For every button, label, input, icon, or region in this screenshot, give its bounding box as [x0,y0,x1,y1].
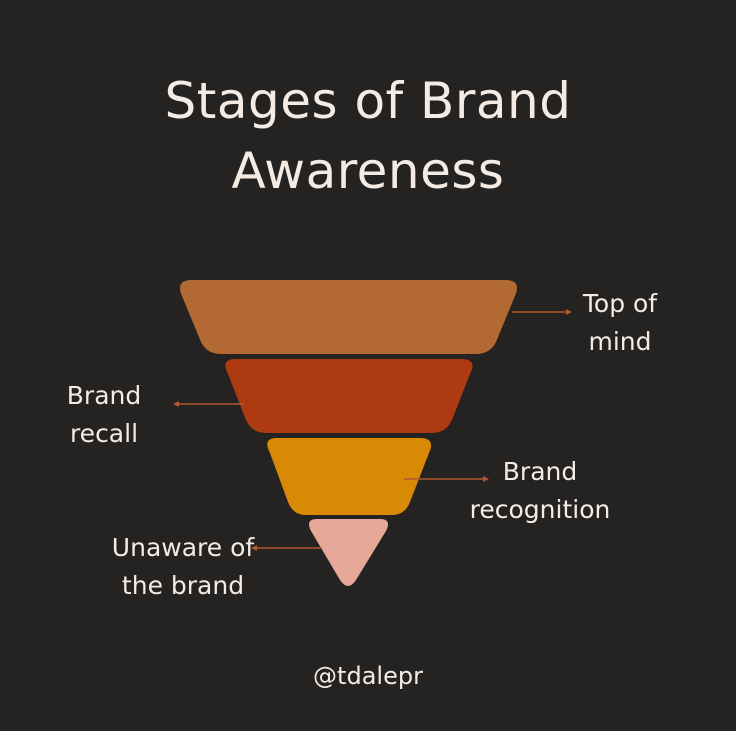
stage-label-line-1: Brand [502,457,578,486]
stage-label-line-2: mind [588,327,652,356]
stage-brand-recognition-band [267,438,432,515]
stage-label-line-2: the brand [121,571,245,600]
stage-top-of-mind-band [179,280,518,354]
stage-unaware-band [309,519,388,586]
stage-label-brand-recall: Brand recall [52,377,156,453]
stage-brand-recall-band [225,359,473,433]
title-line-1: Stages of Brand [164,72,572,130]
stage-label-line-2: recognition [469,495,611,524]
author-handle: @tdalepr [313,662,423,690]
stage-label-line-1: Top of [582,289,658,318]
stage-label-top-of-mind: Top of mind [560,285,680,361]
stage-label-unaware: Unaware of the brand [108,529,258,605]
stage-label-line-1: Unaware of [111,533,255,562]
connector-top-of-mind [512,309,572,315]
connector-brand-recognition [404,476,489,482]
connector-brand-recall [173,401,244,407]
stage-label-line-2: recall [69,419,139,448]
stage-label-line-1: Brand [66,381,142,410]
stage-label-brand-recognition: Brand recognition [462,453,618,529]
page-title: Stages of Brand Awareness [0,66,736,206]
title-line-2: Awareness [231,142,505,200]
connector-unaware [251,545,322,551]
